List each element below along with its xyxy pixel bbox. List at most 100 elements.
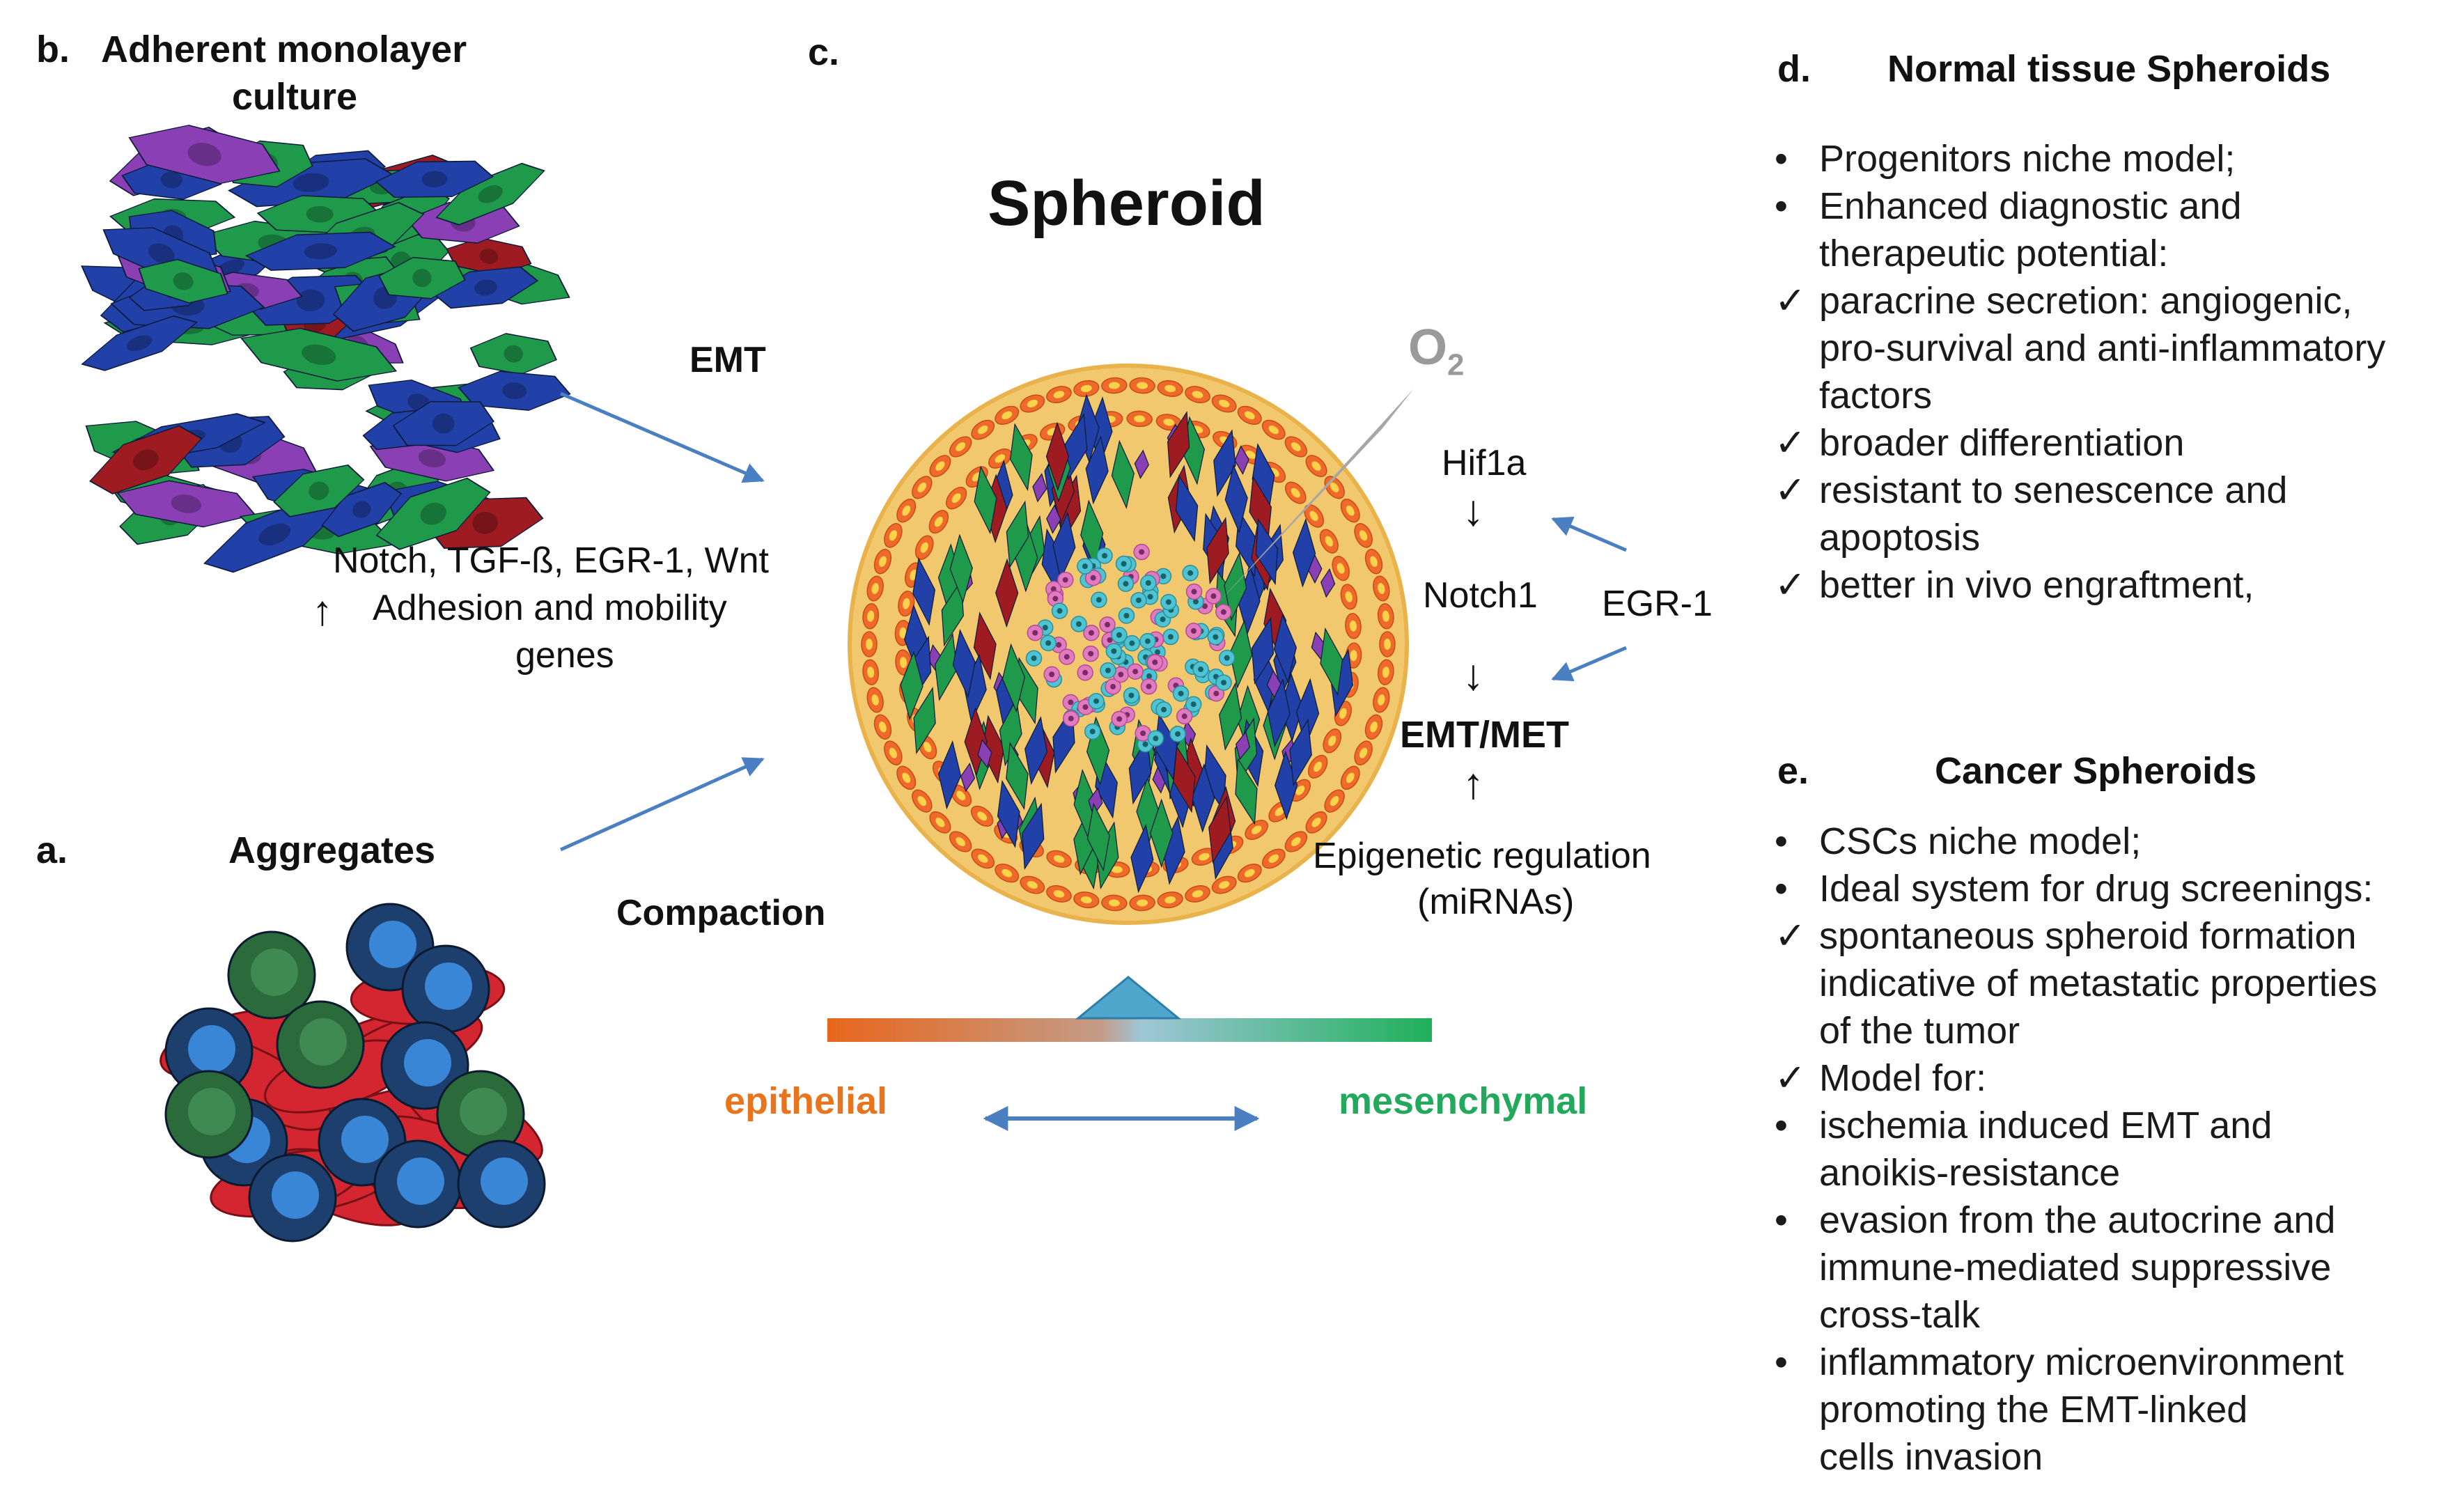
oxygen-gradient-wedge — [1215, 389, 1414, 606]
egr1-to-hif1a-arrow — [1551, 516, 1627, 552]
aggregates-title: Aggregates — [228, 829, 436, 871]
cancer-list-item: •Ideal system for drug screenings: — [1775, 865, 2377, 912]
list-item-line: immune-mediated suppressive — [1819, 1247, 2332, 1288]
emt-label: EMT — [689, 340, 766, 380]
list-item-line: therapeutic potential: — [1819, 233, 2169, 274]
hif1a-down-arrow: ↓ — [1463, 487, 1484, 535]
list-item-line: pro-survival and anti-inflammatory — [1819, 327, 2386, 369]
bullet-icon: • — [1775, 1341, 1788, 1383]
cancer-list-item: • CSCs niche model; — [1775, 818, 2377, 865]
up-regulation-arrow: ↑ — [312, 587, 333, 634]
check-icon: ✓ — [1775, 280, 1807, 322]
normal-spheroids-list: • Progenitors niche model; • Enhanced diagn… — [1775, 135, 2385, 609]
list-item-line: ischemia induced EMT and — [1819, 1105, 2273, 1146]
cancer-list-item: ✓ Model for: — [1775, 1054, 2377, 1102]
check-icon: ✓ — [1775, 915, 1807, 957]
list-item-line: cells invasion — [1819, 1436, 2043, 1478]
balance-fulcrum — [1075, 976, 1182, 1020]
panel-d-letter: d. — [1777, 48, 1811, 90]
list-item-line: promoting the EMT-linked — [1819, 1389, 2248, 1431]
epigenetic-line1: Epigenetic regulation — [1313, 836, 1651, 876]
list-item-line: cross-talk — [1819, 1294, 1981, 1336]
normal-spheroids-title: Normal tissue Spheroids — [1887, 48, 2331, 90]
hif1a-label: Hif1a — [1442, 443, 1527, 483]
list-item-line: indicative of metastatic properties — [1819, 962, 2378, 1004]
genes-line1: Notch, TGF-ß, EGR-1, Wnt — [333, 540, 770, 581]
genes-line3: genes — [515, 635, 614, 676]
normal-list-item: ✓ better in vivo engraftment, — [1775, 561, 2385, 609]
bullet-icon: • — [1775, 185, 1788, 227]
bullet-icon: • — [1775, 1199, 1788, 1241]
list-item-line: Ideal system for drug screenings: — [1819, 868, 2374, 910]
list-item-line: resistant to senescence and — [1819, 469, 2288, 511]
epigenetic-up-arrow: ↑ — [1463, 760, 1484, 808]
mesenchymal-label: mesenchymal — [1339, 1080, 1588, 1122]
normal-list-item: ✓ resistant to senescence and apoptosis — [1775, 467, 2385, 561]
list-item-line: factors — [1819, 375, 1933, 416]
list-item-line: CSCs niche model; — [1819, 820, 2142, 862]
monolayer-cell — [138, 258, 228, 304]
check-icon: ✓ — [1775, 469, 1807, 511]
egr1-label: EGR-1 — [1602, 584, 1713, 624]
notch1-down-arrow: ↓ — [1463, 651, 1484, 699]
monolayer-cell — [240, 327, 398, 382]
notch1-label: Notch1 — [1423, 575, 1538, 616]
list-item-line: spontaneous spheroid formation — [1819, 915, 2357, 957]
normal-list-item: • Enhanced diagnostic and therapeutic pote… — [1775, 182, 2385, 277]
epithelial-label: epithelial — [724, 1080, 888, 1122]
normal-list-item: • Progenitors niche model; — [1775, 135, 2385, 182]
monolayer-cell — [128, 125, 281, 185]
monolayer-cell — [273, 464, 365, 517]
epigenetic-line2: (miRNAs) — [1417, 882, 1575, 922]
list-item-line: evasion from the autocrine and — [1819, 1199, 2336, 1241]
bullet-icon: • — [1775, 820, 1788, 862]
normal-list-item: ✓ broader differentiation — [1775, 419, 2385, 467]
cancer-list-item: • inflammatory microenvironment promoting … — [1775, 1339, 2377, 1481]
list-item-line: paracrine secretion: angiogenic, — [1819, 280, 2353, 322]
list-item-line: apoptosis — [1819, 517, 1981, 559]
panel-b-title-line2: culture — [232, 76, 358, 118]
monolayer-cell — [244, 231, 396, 271]
list-item-line: Progenitors niche model; — [1819, 138, 2236, 180]
cancer-list-item: • ischemia induced EMT and anoikis-resista… — [1775, 1102, 2377, 1197]
cancer-spheroids-list: •CSCs niche model;•Ideal system for drug… — [1775, 818, 2377, 1481]
check-icon: ✓ — [1775, 1057, 1807, 1099]
genes-line2: Adhesion and mobility — [373, 588, 727, 628]
normal-list-item: ✓ paracrine secretion: angiogenic, pro-sur… — [1775, 277, 2385, 419]
compaction-label: Compaction — [616, 893, 826, 933]
cancer-list-item: • evasion from the autocrine and immune-me… — [1775, 1197, 2377, 1339]
check-icon: ✓ — [1775, 564, 1807, 606]
list-item-line: inflammatory microenvironment — [1819, 1341, 2344, 1383]
monolayer-cell — [432, 266, 539, 309]
monolayer-illustration — [81, 125, 571, 573]
list-item-line: better in vivo engraftment, — [1819, 564, 2254, 606]
panel-c-letter: c. — [808, 31, 840, 73]
list-item-line: broader differentiation — [1819, 422, 2185, 464]
panel-b-letter: b. — [36, 29, 70, 70]
compaction-arrow — [559, 757, 765, 852]
monolayer-cell — [89, 425, 203, 494]
list-item-line: anoikis-resistance — [1819, 1152, 2121, 1194]
oxygen-label: O2 — [1408, 320, 1465, 382]
egr1-to-emt-arrow — [1551, 646, 1627, 682]
monolayer-cell — [378, 256, 466, 299]
aggregate-illustration — [159, 903, 546, 1242]
emt-arrow — [560, 391, 765, 483]
list-item-line: of the tumor — [1819, 1010, 2020, 1052]
bullet-icon: • — [1775, 1105, 1788, 1146]
check-icon: ✓ — [1775, 422, 1807, 464]
monolayer-cell — [375, 160, 494, 198]
bullet-icon: • — [1775, 138, 1788, 180]
spheroid-illustration — [848, 364, 1409, 925]
panel-e-letter: e. — [1777, 750, 1809, 792]
spheroid-title: Spheroid — [988, 168, 1265, 239]
cancer-list-item: ✓ spontaneous spheroid formation indicativ… — [1775, 912, 2377, 1054]
monolayer-cell — [375, 477, 491, 550]
panel-a-letter: a. — [36, 829, 68, 871]
monolayer-cell — [81, 315, 198, 371]
list-item-line: Enhanced diagnostic and — [1819, 185, 2242, 227]
emt-gradient-bar — [827, 1018, 1432, 1042]
list-item-line: Model for: — [1819, 1057, 1987, 1099]
monolayer-cell — [392, 400, 494, 446]
